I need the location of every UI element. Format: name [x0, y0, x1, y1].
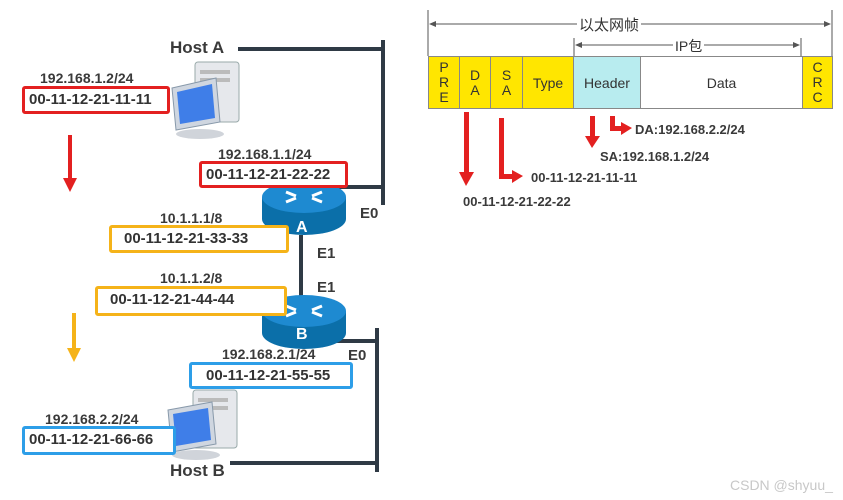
field-header: Header	[573, 56, 641, 109]
router-b-e0-iface: E0	[348, 347, 367, 364]
arrow-ip-sa	[585, 116, 600, 148]
host-b-ip: 192.168.2.2/24	[45, 411, 139, 427]
annotation-ip-da: DA:192.168.2.2/24	[635, 122, 745, 137]
router-a-e0-iface: E0	[360, 205, 379, 222]
flow-arrow-red	[63, 135, 77, 192]
router-a-label: A	[296, 219, 308, 236]
host-b-computer-icon	[167, 389, 238, 460]
router-b-e1-mac: 00-11-12-21-44-44	[95, 286, 287, 316]
flow-arrow-yellow	[67, 313, 81, 362]
ip-packet-label: IP包	[673, 36, 705, 56]
field-type: Type	[522, 56, 574, 109]
router-b-e1-iface: E1	[317, 279, 336, 296]
router-a-e1-iface: E1	[317, 245, 336, 262]
host-a-ip: 192.168.1.2/24	[40, 70, 134, 86]
annotation-da-mac: 00-11-12-21-22-22	[463, 194, 571, 209]
host-b-mac: 00-11-12-21-66-66	[22, 426, 176, 455]
host-a-computer-icon	[171, 61, 240, 139]
host-a-mac: 00-11-12-21-11-11	[22, 86, 170, 114]
router-b-e0-ip: 192.168.2.1/24	[222, 346, 316, 362]
router-b-icon	[262, 295, 346, 349]
router-a-e1-ip: 10.1.1.1/8	[160, 210, 223, 226]
router-a-e0-mac: 00-11-12-21-22-22	[199, 161, 348, 188]
host-a-name: Host A	[170, 38, 225, 57]
ethernet-frame-label: 以太网帧	[577, 14, 642, 35]
router-b-label: B	[296, 326, 308, 343]
watermark: CSDN @shyuu_	[730, 477, 833, 493]
field-data: Data	[640, 56, 803, 109]
arrow-sa	[499, 118, 523, 183]
router-a-e1-mac: 00-11-12-21-33-33	[109, 225, 289, 253]
arrow-da	[459, 112, 474, 186]
router-b-e1-ip: 10.1.1.2/8	[160, 270, 223, 286]
host-b-name: Host B	[170, 461, 225, 480]
annotation-sa-mac: 00-11-12-21-11-11	[531, 170, 638, 185]
router-a-e0-ip: 192.168.1.1/24	[218, 146, 312, 162]
router-b-e0-mac: 00-11-12-21-55-55	[189, 362, 353, 389]
annotation-ip-sa: SA:192.168.1.2/24	[600, 149, 710, 164]
arrow-ip-da	[610, 116, 632, 135]
